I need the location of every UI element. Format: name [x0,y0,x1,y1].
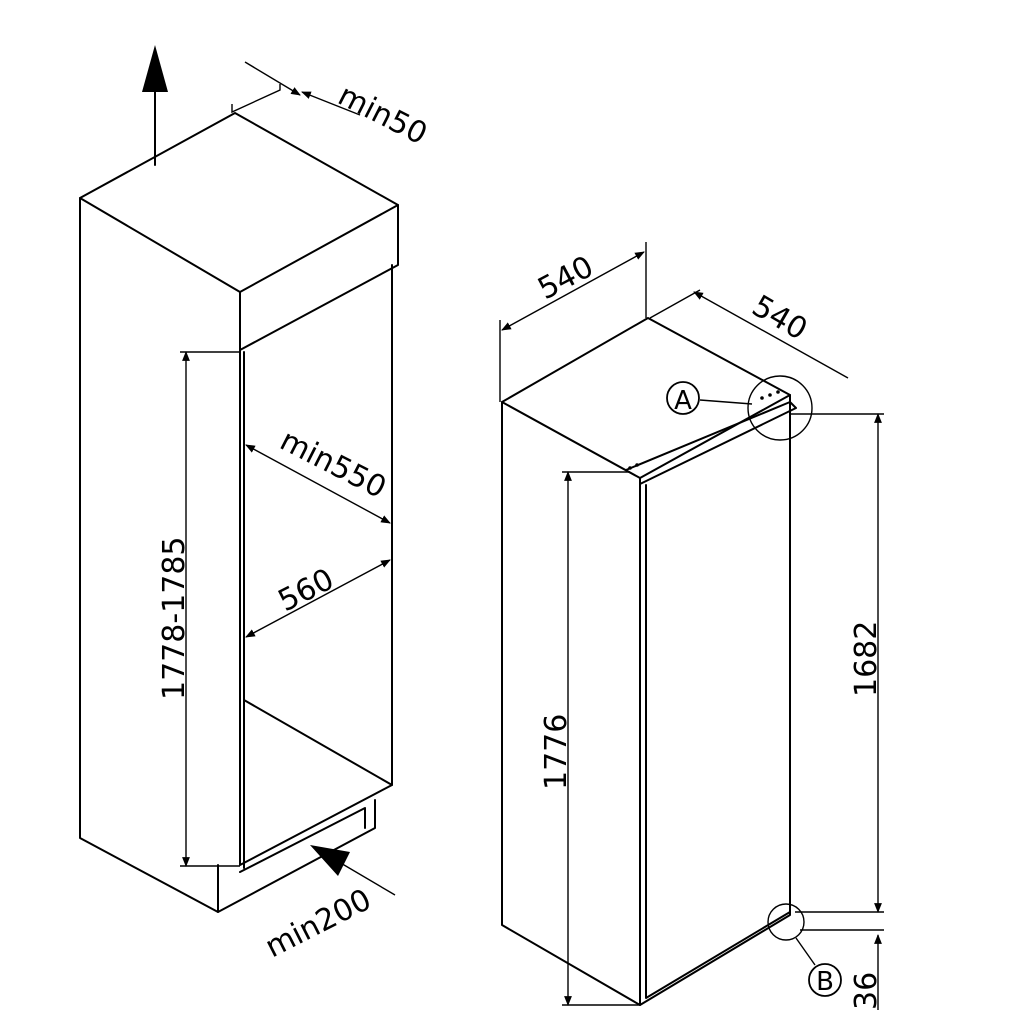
depth-dimension-line [245,444,391,524]
appliance-door [639,477,791,1006]
height1682-label: 1682 [849,621,884,697]
hinge-dot-2 [635,463,639,467]
width-dimension-line [245,559,391,638]
marker-a-badge [666,381,700,415]
airflow-up-arrowhead [142,45,168,92]
marker-b-label: B [816,967,834,997]
hinge-dot-5 [776,390,780,394]
min50-label: min50 [332,78,432,152]
detail-b-circle [767,903,805,941]
cabinet-left-side [79,197,376,913]
min50-arrow-left [244,61,301,96]
appliance-top-hinge-rail [625,401,797,485]
cabinet-plinth [217,807,366,913]
depth540-ext [649,289,701,319]
hinge-dot-1 [628,466,632,470]
bottom-vent-label: min200 [260,882,377,965]
width-label: 560 [273,562,340,619]
detail-a-circle [747,375,813,441]
marker-b-badge [808,963,842,997]
min50-arrow-right [301,91,361,116]
cabinet-floor-back [243,699,393,786]
depth540-dimension-line [693,291,849,379]
appliance-drawing: 540 540 1776 1682 36 A B [499,242,884,1010]
cabinet-top-rail [239,204,399,351]
depth540-label: 540 [746,289,813,348]
bottom36-label: 36 [849,972,884,1010]
top-gap-ledge [231,84,281,114]
hinge-dot-3 [760,396,764,400]
appliance-top-face [501,317,791,479]
height-label: 1778-1785 [157,536,192,700]
hinge-dot-4 [768,393,772,397]
depth-label: min550 [274,423,391,506]
height1776-label: 1776 [539,714,574,790]
cabinet-opening [239,264,393,866]
width540-dimension-line [501,251,645,331]
marker-a-label: A [674,386,692,416]
detail-b-leader [795,937,816,966]
cabinet-drawing: min50 1778-1785 min550 560 min200 [79,45,433,965]
cabinet-top-face [79,112,399,293]
detail-a-leader [699,399,753,405]
bottom-vent-arrowhead [310,845,350,876]
width540-label: 540 [532,249,599,307]
